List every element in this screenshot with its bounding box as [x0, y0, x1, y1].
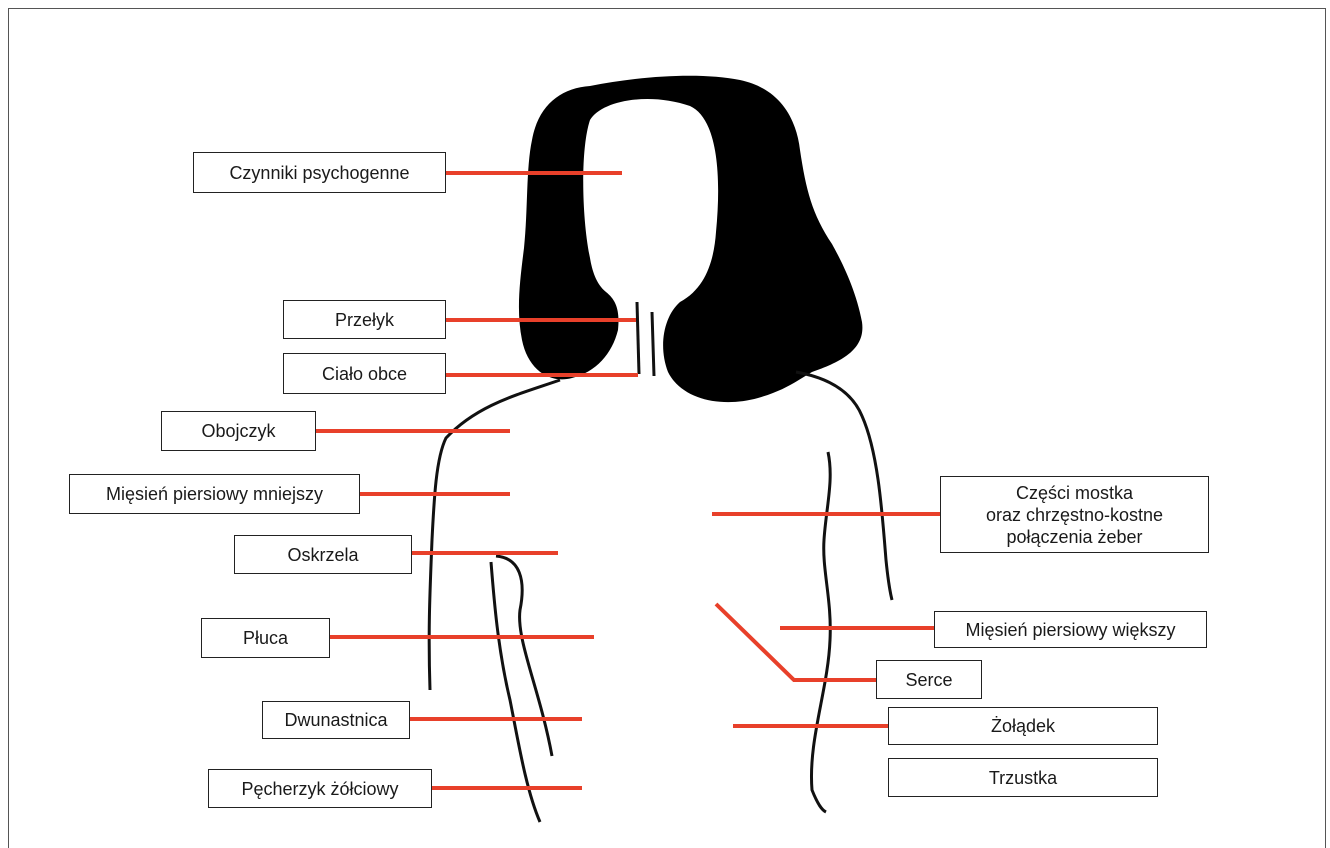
label-heart: Serce: [876, 660, 982, 699]
right-torso-outline: [811, 452, 830, 812]
label-text: Serce: [905, 669, 952, 691]
label-psychogenic-factors: Czynniki psychogenne: [193, 152, 446, 193]
label-text: Czynniki psychogenne: [229, 162, 409, 184]
label-pectoralis-major: Mięsień piersiowy większy: [934, 611, 1207, 648]
label-stomach: Żołądek: [888, 707, 1158, 745]
label-clavicle: Obojczyk: [161, 411, 316, 451]
label-text-line-2: oraz chrzęstno-kostne: [986, 504, 1163, 526]
neck-line-left: [637, 302, 639, 374]
label-bronchi: Oskrzela: [234, 535, 412, 574]
label-pancreas: Trzustka: [888, 758, 1158, 797]
label-text: Żołądek: [991, 715, 1055, 737]
label-text: Oskrzela: [287, 544, 358, 566]
label-lungs: Płuca: [201, 618, 330, 658]
neck-line-right: [652, 312, 654, 376]
label-text: Przełyk: [335, 309, 394, 331]
label-text: Mięsień piersiowy mniejszy: [106, 483, 323, 505]
label-esophagus: Przełyk: [283, 300, 446, 339]
label-text: Trzustka: [989, 767, 1057, 789]
label-pectoralis-minor: Mięsień piersiowy mniejszy: [69, 474, 360, 514]
label-gallbladder: Pęcherzyk żółciowy: [208, 769, 432, 808]
label-text: Pęcherzyk żółciowy: [241, 778, 398, 800]
label-text: Mięsień piersiowy większy: [965, 619, 1175, 641]
label-text: Obojczyk: [201, 420, 275, 442]
label-sternum-costochondral: Części mostka oraz chrzęstno-kostne połą…: [940, 476, 1209, 553]
left-shoulder-outline: [429, 380, 560, 690]
label-text: Dwunastnica: [284, 709, 387, 731]
leader-heart: [716, 604, 878, 680]
left-arm-fold-line: [496, 556, 552, 756]
leader-lines: [316, 173, 940, 788]
label-duodenum: Dwunastnica: [262, 701, 410, 739]
label-text: Ciało obce: [322, 363, 407, 385]
left-arm-inner-line: [491, 562, 540, 822]
hair-silhouette: [519, 76, 862, 402]
label-foreign-body: Ciało obce: [283, 353, 446, 394]
right-shoulder-outline: [796, 372, 892, 600]
label-text-line-3: połączenia żeber: [986, 526, 1163, 548]
label-text-line-1: Części mostka: [986, 482, 1163, 504]
label-text: Płuca: [243, 627, 288, 649]
